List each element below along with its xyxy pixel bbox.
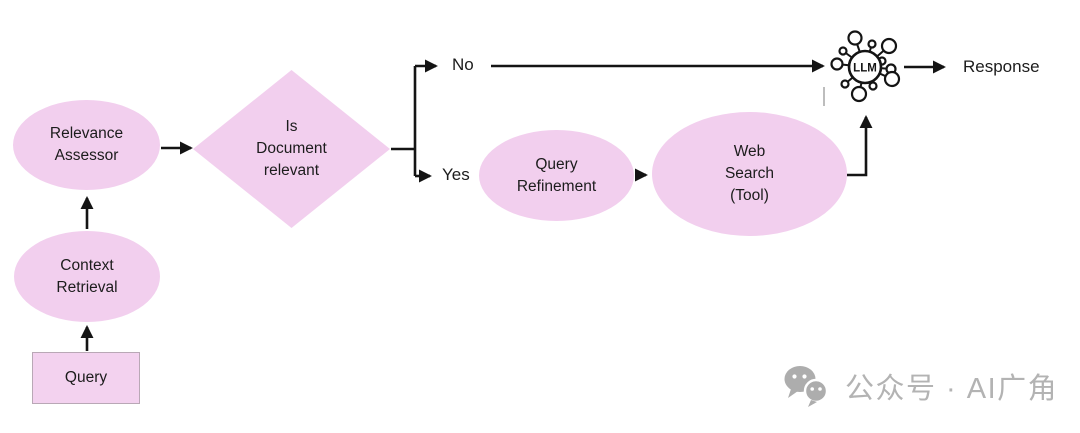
node-context-retrieval: Context Retrieval — [14, 231, 160, 322]
watermark-text: 公众号 · AI广角 — [845, 373, 1059, 405]
edge-decision-branch — [391, 66, 417, 176]
node-web-search-label: Web Search (Tool) — [724, 143, 775, 204]
wechat-icon — [784, 366, 829, 407]
node-query: Query — [32, 352, 140, 404]
llm-network-icon: LLM — [830, 30, 901, 103]
node-context-retrieval-label: Context Retrieval — [56, 256, 118, 296]
edge-label-no: No — [452, 55, 474, 74]
node-relevance-assessor-label: Relevance Assessor — [49, 125, 124, 164]
node-query-refinement-label: Query Refinement — [516, 155, 597, 195]
edge-label-yes: Yes — [442, 165, 470, 184]
node-query-refinement: Query Refinement — [479, 130, 634, 221]
llm-icon-label: LLM — [853, 63, 877, 75]
edge-websearch-to-llm — [847, 115, 873, 177]
node-web-search-tool: Web Search (Tool) — [652, 112, 847, 236]
cursor-artifact-mark — [823, 87, 825, 106]
watermark: 公众号 · AI广角 — [781, 364, 1058, 408]
response-label: Response — [963, 57, 1040, 76]
node-relevance-assessor: Relevance Assessor — [13, 100, 160, 190]
node-query-label: Query — [64, 369, 108, 386]
node-decision-label: Is Document relevant — [256, 118, 327, 179]
